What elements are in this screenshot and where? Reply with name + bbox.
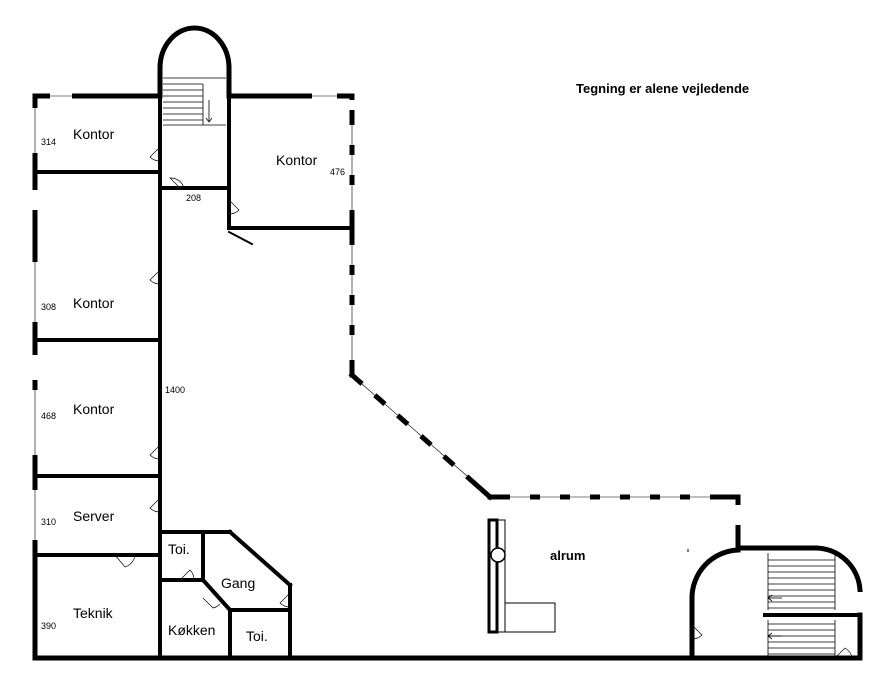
room-label-kontor-308: Kontor bbox=[73, 295, 115, 311]
area-label-314: 314 bbox=[41, 137, 57, 147]
area-label-476: 476 bbox=[330, 167, 346, 177]
room-label-toilet-2: Toi. bbox=[246, 628, 268, 644]
window-lines bbox=[34, 95, 710, 540]
area-label-390: 390 bbox=[41, 621, 57, 631]
counter bbox=[487, 518, 556, 634]
room-label-teknik: Teknik bbox=[73, 605, 113, 621]
room-label-kontor-314: Kontor bbox=[73, 126, 115, 142]
room-label-toilet-1: Toi. bbox=[168, 541, 190, 557]
area-label-310: 310 bbox=[41, 517, 57, 527]
area-label-468: 468 bbox=[41, 411, 57, 421]
area-label-308: 308 bbox=[41, 302, 57, 312]
upper-staircase bbox=[163, 77, 226, 126]
room-label-kontor-476: Kontor bbox=[276, 152, 318, 168]
corridor-label-1400: 1400 bbox=[165, 385, 186, 395]
room-label-server: Server bbox=[73, 508, 115, 524]
interior-walls bbox=[33, 94, 862, 660]
room-label-kontor-468: Kontor bbox=[73, 401, 115, 417]
lower-staircase bbox=[767, 553, 836, 656]
rear-stair-walls bbox=[689, 545, 863, 661]
room-label-gang: Gang bbox=[221, 575, 256, 591]
disclaimer-note: Tegning er alene vejledende bbox=[576, 81, 750, 96]
room-label-kokken: Køkken bbox=[168, 622, 216, 638]
area-label-208: 208 bbox=[186, 193, 202, 203]
stair-tower-walls bbox=[157, 25, 232, 99]
window-gaps bbox=[32, 64, 863, 606]
room-label-alrum: alrum bbox=[550, 548, 586, 563]
door-swings bbox=[114, 146, 853, 659]
